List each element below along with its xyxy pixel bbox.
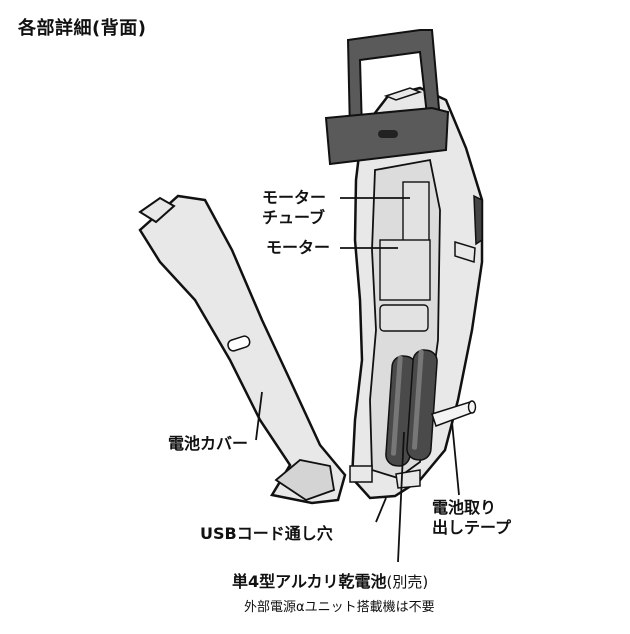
label-battery-paren: (別売) <box>386 573 429 591</box>
label-battery-cover: 電池カバー <box>168 434 249 453</box>
label-motor-tube-line1: モーター <box>262 188 327 207</box>
label-battery-note: 外部電源αユニット搭載機は不要 <box>244 600 435 615</box>
label-pull-tape: 電池取り 出しテープ <box>432 498 511 538</box>
label-battery: 単4型アルカリ乾電池(別売) <box>232 572 428 592</box>
battery-cover-shape <box>138 194 347 505</box>
label-motor: モーター <box>266 238 331 257</box>
label-pull-tape-line2: 出しテープ <box>432 518 512 537</box>
batteries <box>385 349 438 467</box>
page-title: 各部詳細(背面) <box>18 18 147 39</box>
label-usb-hole: USBコード通し穴 <box>200 524 333 543</box>
leader-lines <box>255 197 460 563</box>
label-battery-main: 単4型アルカリ乾電池 <box>232 572 387 591</box>
label-motor-tube-line2: チューブ <box>262 208 326 227</box>
top-clip <box>324 29 450 166</box>
label-pull-tape-line1: 電池取り <box>432 498 497 517</box>
pull-tape <box>431 400 477 427</box>
label-motor-tube: モーター チューブ <box>262 188 326 228</box>
